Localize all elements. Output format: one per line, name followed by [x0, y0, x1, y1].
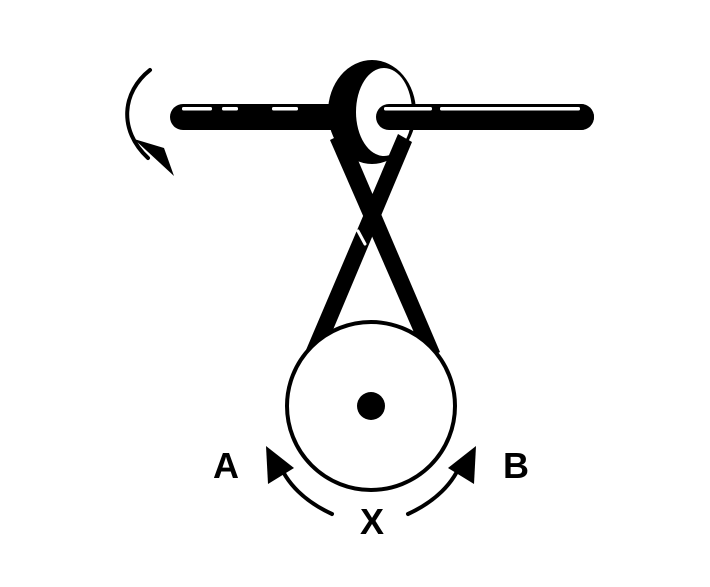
drive-pulley — [328, 60, 594, 164]
crossed-belt — [306, 132, 440, 360]
rotation-arrow-icon — [125, 68, 174, 176]
shaft-highlight — [272, 107, 298, 111]
pulley-axle — [357, 392, 385, 420]
driven-pulley — [285, 320, 457, 492]
label-x: X — [360, 501, 384, 542]
label-b: B — [503, 445, 529, 486]
direction-arrow-b-icon — [406, 446, 476, 516]
shaft-highlight — [222, 107, 238, 111]
direction-arrow-a-icon — [266, 446, 334, 516]
shaft-highlight — [182, 107, 212, 111]
label-a: A — [213, 445, 239, 486]
